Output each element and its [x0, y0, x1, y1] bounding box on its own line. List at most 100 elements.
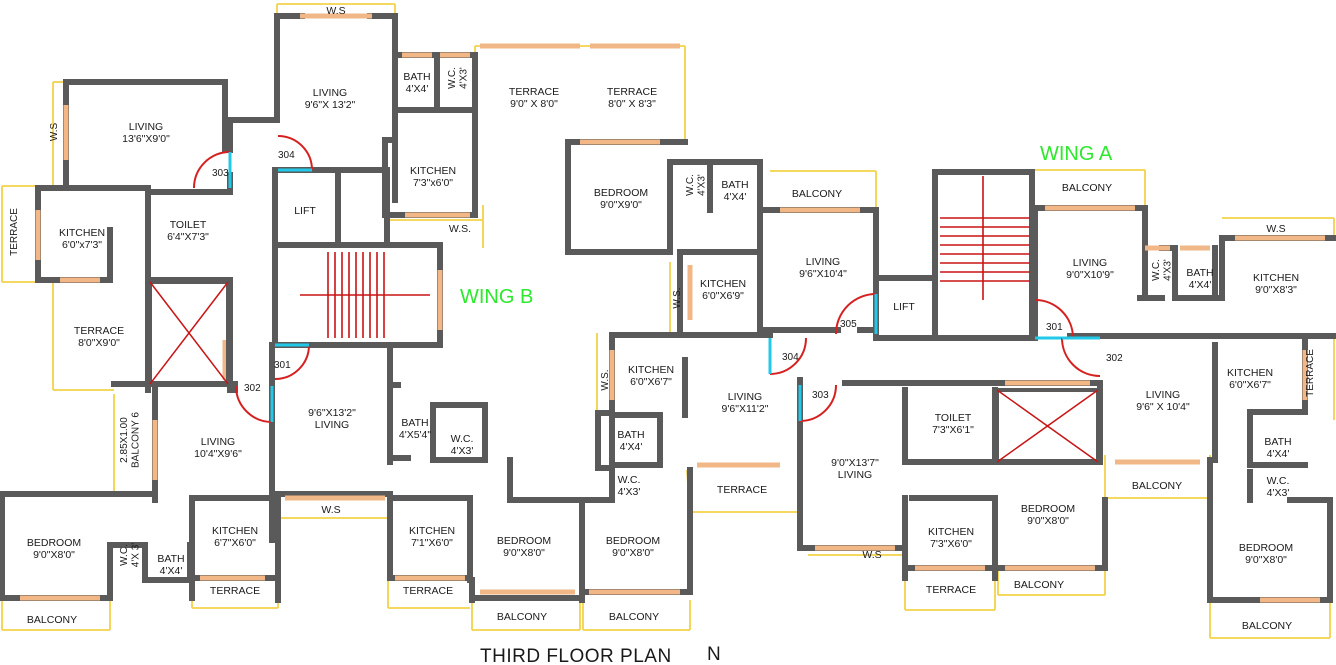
room-label-line: 9'6"X11'2": [722, 403, 769, 415]
room-label-line: 9'0"X8'0": [612, 547, 654, 559]
room-label-line: BALCONY: [1014, 579, 1064, 591]
room-label-line: 6'0"x7'3": [62, 239, 102, 251]
room-label-b-terrace-5: TERRACE: [403, 585, 453, 597]
room-label-line: BATH: [157, 553, 184, 565]
room-label-line: BALCONY: [609, 611, 659, 623]
room-label-a-living-2: 9'0"X13'7"LIVING: [831, 457, 879, 481]
room-label-line: W.S.: [600, 369, 611, 390]
room-label-line: 10'4"X9'6": [194, 448, 242, 460]
staircases: [300, 176, 1030, 338]
room-label-line: BALCONY: [792, 188, 842, 200]
door-305-m-number: 305: [840, 319, 857, 330]
room-label-b-balcony-3: BALCONY: [609, 611, 659, 623]
door-304-b-number: 304: [278, 150, 295, 161]
room-label-line: KITCHEN: [1253, 272, 1299, 284]
room-label-line: 9'0"X8'0": [503, 547, 545, 559]
room-label-line: 7'3"X6'1": [932, 424, 974, 436]
room-label-line: 9'6"X10'4": [799, 268, 847, 280]
door-301-b-arc: [274, 344, 310, 380]
room-label-m-terrace-1: TERRACE: [717, 484, 767, 496]
room-label-b-ws-3: W.S: [321, 504, 340, 516]
walls: [0, 13, 1336, 603]
room-label-line: 4'X5'4": [399, 429, 432, 441]
room-label-line: 13'6"X9'0": [122, 133, 170, 145]
room-label-line: BEDROOM: [1239, 542, 1293, 554]
room-label-b-balcony-2: BALCONY: [497, 611, 547, 623]
room-label-line: TERRACE: [210, 585, 260, 597]
door-303-b-arc: [193, 151, 231, 189]
room-label-m-wc-2: W.C.4'X3': [618, 474, 641, 498]
room-label-line: TERRACE: [509, 86, 559, 98]
room-label-line: TERRACE: [74, 325, 124, 337]
room-label-line: LIVING: [728, 391, 762, 403]
room-label-a-balcony-3: BALCONY: [1014, 579, 1064, 591]
room-label-line: TERRACE: [9, 208, 20, 256]
room-label-line: 6'0"X6'7": [630, 376, 672, 388]
north-indicator: N: [707, 644, 721, 665]
room-label-a-terrace-1: TERRACE: [1305, 349, 1316, 397]
room-label-b-terrace-left: TERRACE: [9, 208, 20, 256]
room-label-b-ws-left: W.S: [49, 123, 60, 142]
room-label-line: 4'X4': [1189, 279, 1212, 291]
room-label-line: 4'X4': [160, 565, 183, 577]
room-label-line: 4'X4': [406, 83, 429, 95]
room-label-line: W.S: [326, 5, 345, 17]
room-label-line: BATH: [403, 71, 430, 83]
shaft-frame-1: [995, 388, 1100, 464]
room-label-line: TERRACE: [1305, 349, 1316, 397]
door-302-a-arc: [1061, 337, 1101, 377]
door-302-b-arc: [235, 385, 273, 423]
room-label-line: BALCONY: [27, 614, 77, 626]
room-label-line: BATH: [617, 429, 644, 441]
room-label-a-balcony-1: BALCONY: [1062, 182, 1112, 194]
room-label-line: W.C.: [451, 433, 474, 445]
door-304-m-arc: [769, 337, 807, 375]
room-label-m-ws-1: W.S.: [672, 287, 683, 308]
room-label-line: 9'0"X10'9": [1066, 269, 1114, 281]
room-label-line: 4'X4': [620, 441, 643, 453]
room-label-line: 9'0"X13'7": [831, 457, 879, 469]
room-label-line: BALCONY: [1242, 620, 1292, 632]
door-303-m-number: 303: [812, 390, 829, 401]
room-label-line: W.S: [862, 549, 881, 561]
room-label-line: TERRACE: [926, 584, 976, 596]
room-label-line: 2.85X1.00: [119, 417, 130, 463]
wing-a-label: WING A: [1040, 143, 1113, 165]
shaft-frame-0: [148, 280, 230, 386]
room-label-b-wc-2: W.C.4'X3': [451, 433, 474, 457]
room-label-line: 4'X3': [1267, 487, 1290, 499]
room-label-line: LIFT: [294, 205, 316, 217]
room-label-line: LIVING: [806, 256, 840, 268]
door-304-b-arc: [277, 135, 313, 171]
room-label-line: W.S: [1266, 223, 1285, 235]
room-label-line: BATH: [401, 417, 428, 429]
door-301-b-number: 301: [274, 360, 291, 371]
room-label-line: KITCHEN: [409, 525, 455, 537]
door-302-b-number: 302: [244, 383, 261, 394]
room-label-line: 4'X4': [1267, 448, 1290, 460]
room-label-line: BATH: [1186, 267, 1213, 279]
room-label-b-lift: LIFT: [294, 205, 316, 217]
room-label-line: 9'6"X 13'2": [305, 99, 356, 111]
room-label-line: LIVING: [129, 121, 163, 133]
